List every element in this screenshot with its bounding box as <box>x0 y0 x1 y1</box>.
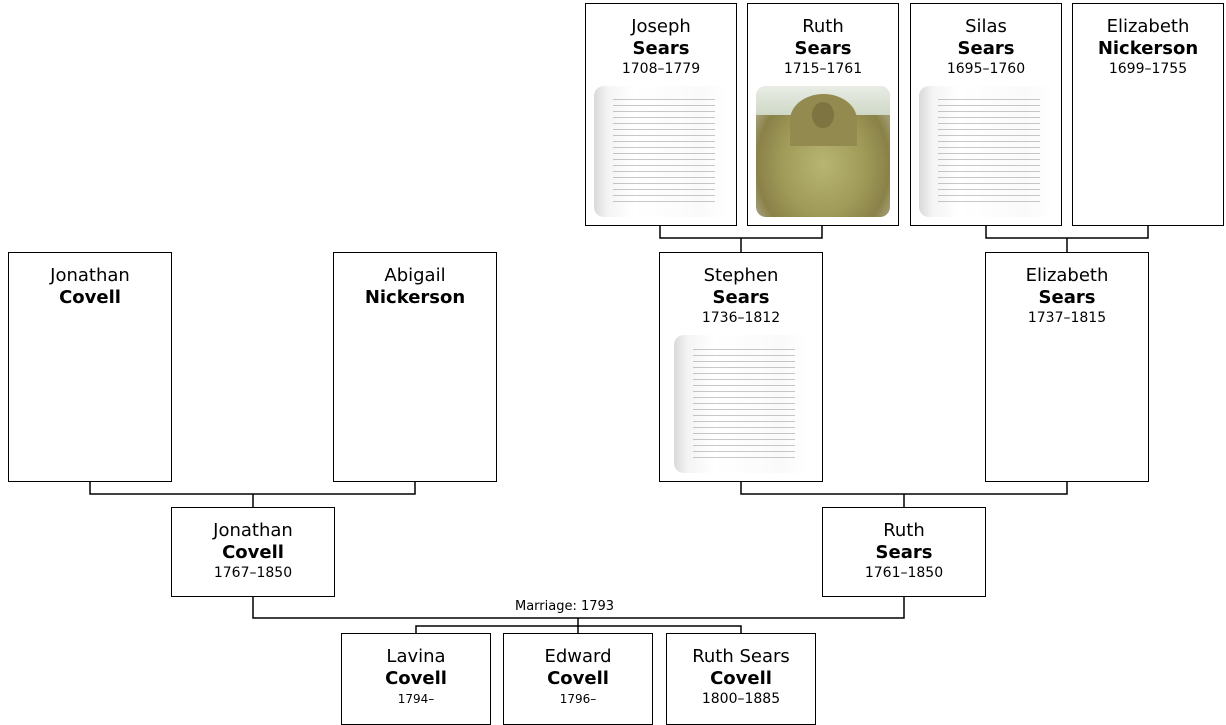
given-name: Silas <box>965 16 1007 37</box>
person-card-lavina-covell[interactable]: Lavina Covell 1794– <box>341 633 491 725</box>
person-card-jonathan-covell-sr[interactable]: Jonathan Covell <box>8 252 172 482</box>
life-dates: 1761–1850 <box>864 565 944 581</box>
person-card-edward-covell[interactable]: Edward Covell 1796– <box>503 633 653 725</box>
person-card-elizabeth-sears[interactable]: Elizabeth Sears 1737–1815 <box>985 252 1149 482</box>
given-name: Stephen <box>703 265 779 286</box>
surname: Nickerson <box>364 287 466 308</box>
life-dates: 1695–1760 <box>946 61 1026 77</box>
person-card-ruth-sears-1715[interactable]: Ruth Sears 1715–1761 <box>747 3 899 226</box>
given-name: Ruth Sears <box>692 646 790 667</box>
given-name: Ruth <box>883 520 925 541</box>
gravestone-photo[interactable] <box>756 86 890 217</box>
given-name: Ruth <box>802 16 844 37</box>
person-card-ruth-sears-1761[interactable]: Ruth Sears 1761–1850 <box>822 507 986 597</box>
person-card-joseph-sears[interactable]: Joseph Sears 1708–1779 <box>585 3 737 226</box>
life-dates: 1708–1779 <box>621 61 701 77</box>
life-dates: 1699–1755 <box>1108 61 1188 77</box>
person-card-silas-sears[interactable]: Silas Sears 1695–1760 <box>910 3 1062 226</box>
life-dates: 1794– <box>397 692 435 706</box>
surname: Sears <box>794 38 852 59</box>
surname: Sears <box>875 542 933 563</box>
person-card-elizabeth-nickerson[interactable]: Elizabeth Nickerson 1699–1755 <box>1072 3 1224 226</box>
connector-line <box>740 482 1068 495</box>
life-dates: 1800–1885 <box>701 691 781 707</box>
surname: Covell <box>710 668 772 689</box>
given-name: Jonathan <box>50 265 130 286</box>
given-name: Elizabeth <box>1025 265 1109 286</box>
given-name: Jonathan <box>213 520 293 541</box>
given-name: Joseph <box>631 16 691 37</box>
marriage-label: Marriage: 1793 <box>515 599 615 614</box>
life-dates: 1767–1850 <box>213 565 293 581</box>
surname: Covell <box>547 668 609 689</box>
connector-line <box>89 482 416 495</box>
surname: Covell <box>222 542 284 563</box>
surname: Sears <box>957 38 1015 59</box>
life-dates: 1715–1761 <box>783 61 863 77</box>
surname: Sears <box>632 38 690 59</box>
surname: Nickerson <box>1097 38 1199 59</box>
given-name: Lavina <box>386 646 446 667</box>
life-dates: 1736–1812 <box>701 310 781 326</box>
children-bracket <box>415 625 742 633</box>
given-name: Abigail <box>384 265 446 286</box>
surname: Covell <box>385 668 447 689</box>
life-dates: 1796– <box>559 692 597 706</box>
surname: Covell <box>59 287 121 308</box>
person-card-ruth-sears-covell[interactable]: Ruth Sears Covell 1800–1885 <box>666 633 816 725</box>
person-card-abigail-nickerson[interactable]: Abigail Nickerson <box>333 252 497 482</box>
surname: Sears <box>712 287 770 308</box>
life-dates: 1737–1815 <box>1027 310 1107 326</box>
surname: Sears <box>1038 287 1096 308</box>
given-name: Edward <box>544 646 612 667</box>
given-name: Elizabeth <box>1106 16 1190 37</box>
connector-line <box>659 226 823 239</box>
document-photo[interactable] <box>674 335 808 473</box>
person-card-jonathan-covell[interactable]: Jonathan Covell 1767–1850 <box>171 507 335 597</box>
person-card-stephen-sears[interactable]: Stephen Sears 1736–1812 <box>659 252 823 482</box>
connector-line <box>985 226 1149 239</box>
document-photo[interactable] <box>919 86 1053 217</box>
document-photo[interactable] <box>594 86 728 217</box>
